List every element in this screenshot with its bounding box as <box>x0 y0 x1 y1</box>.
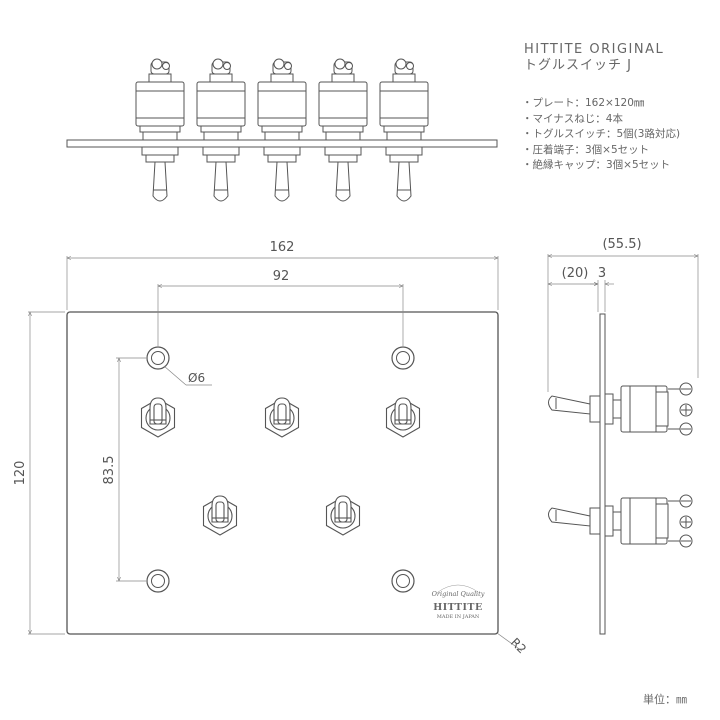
front-dimensions <box>28 256 523 652</box>
side-switch-1 <box>548 382 693 436</box>
front-switch-5 <box>325 495 361 536</box>
screw-hole-3 <box>146 569 170 593</box>
top-switch-5 <box>379 58 429 202</box>
spec-caps: ・絶縁キャップ：3個×5セット <box>522 159 671 171</box>
logo-tagline: Original Quality <box>432 590 485 598</box>
dim-depth-total-label: (55.5) <box>602 237 641 252</box>
top-switch-3 <box>257 58 307 202</box>
dim-hole-dia-label: Ø6 <box>188 371 205 385</box>
top-switch-1 <box>135 58 185 202</box>
screw-hole-1 <box>146 346 170 370</box>
dim-hole-vertical-label: 83.5 <box>102 456 117 485</box>
front-switch-3 <box>385 397 421 438</box>
dim-depth-front-label: (20) <box>562 266 589 281</box>
spec-switches: ・トグルスイッチ：5個(3路対応) <box>522 128 681 140</box>
product-brand: HITTITE ORIGINAL <box>524 42 665 57</box>
front-plate-view: Original Quality HITTITE MADE IN JAPAN <box>66 311 499 635</box>
spec-plate: ・プレート：162×120㎜ <box>522 97 645 109</box>
side-dimension-labels: (55.5) (20) 3 <box>562 237 642 281</box>
dim-width-label: 162 <box>270 240 295 255</box>
front-toggle-switches <box>140 397 421 536</box>
spec-terminals: ・圧着端子：3個×5セット <box>522 143 650 156</box>
dim-hole-span-label: 92 <box>273 269 290 284</box>
side-switch-2 <box>548 494 693 548</box>
front-switch-2 <box>264 397 300 438</box>
logo-name: HITTITE <box>433 602 482 613</box>
product-model: トグルスイッチ J <box>524 58 632 73</box>
dim-height-label: 120 <box>13 461 28 486</box>
screw-hole-2 <box>391 346 415 370</box>
side-view <box>548 313 693 635</box>
mounting-holes <box>146 346 415 593</box>
side-plate <box>599 313 606 635</box>
front-switch-1 <box>140 397 176 438</box>
spec-screws: ・マイナスねじ：4本 <box>522 112 623 125</box>
title-block: HITTITE ORIGINAL トグルスイッチ J <box>524 42 664 74</box>
top-plate-edge <box>66 139 498 148</box>
unit-note: 単位：㎜ <box>643 693 687 706</box>
dim-corner-radius-label: R2 <box>508 635 529 656</box>
dim-plate-thickness-label: 3 <box>598 266 606 281</box>
spec-list: ・プレート：162×120㎜ ・マイナスねじ：4本 ・トグルスイッチ：5個(3路… <box>522 96 680 174</box>
front-plate-outline <box>66 311 499 635</box>
screw-hole-4 <box>391 569 415 593</box>
top-switch-2 <box>196 58 246 202</box>
top-switch-4 <box>318 58 368 202</box>
top-view-section <box>66 58 498 202</box>
logo-origin: MADE IN JAPAN <box>437 614 480 620</box>
front-switch-4 <box>202 495 238 536</box>
side-dimensions <box>547 254 699 392</box>
hittite-logo: Original Quality HITTITE MADE IN JAPAN <box>432 584 485 620</box>
